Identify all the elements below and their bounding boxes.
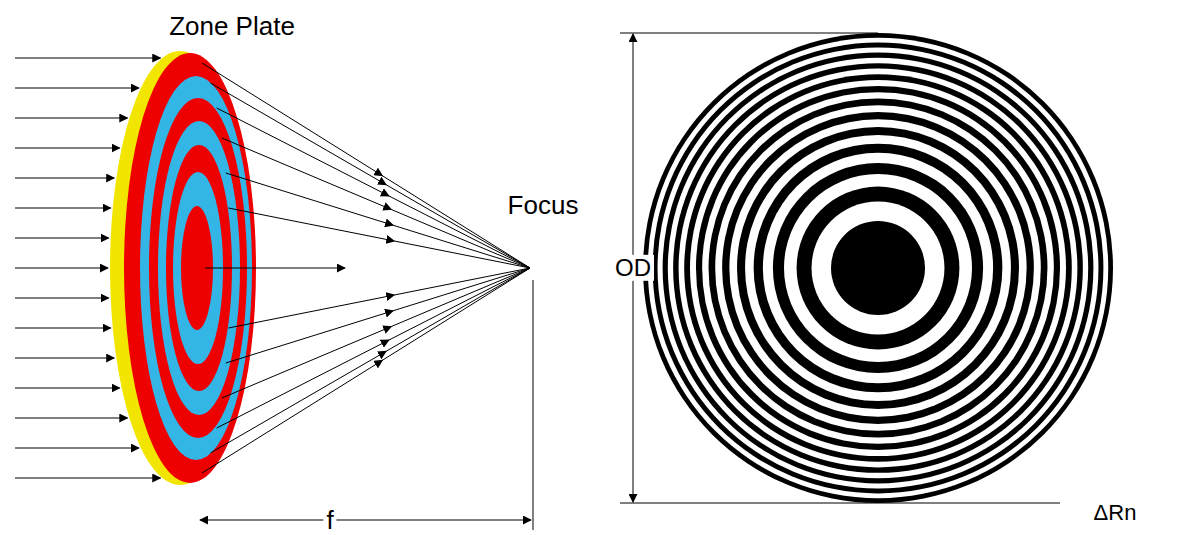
zone [773, 163, 983, 373]
label: Focus [505, 191, 582, 220]
ray [228, 208, 394, 241]
zone [668, 58, 1088, 478]
zone [702, 92, 1054, 444]
incoming-ray [15, 327, 111, 328]
ray [393, 268, 530, 311]
ray [210, 83, 386, 185]
zone [643, 33, 1113, 503]
ray [228, 295, 394, 328]
zone [831, 221, 925, 315]
ray [394, 268, 530, 295]
zone-plate-front-view [643, 33, 1113, 503]
incoming-ray [15, 87, 139, 88]
incoming-ray [15, 477, 160, 478]
ray [386, 268, 530, 351]
ray [389, 268, 530, 340]
extension-line [620, 33, 878, 34]
incoming-ray [15, 147, 120, 148]
zone [663, 53, 1094, 484]
zone [729, 119, 1026, 416]
ray [382, 268, 530, 360]
zone [737, 127, 1019, 409]
focused-rays [202, 63, 530, 473]
incoming-ray [15, 357, 114, 358]
zone [763, 153, 993, 383]
ray [222, 327, 391, 399]
zone [673, 63, 1083, 473]
zone [684, 74, 1072, 462]
incoming-ray [15, 417, 127, 418]
incoming-ray [15, 387, 120, 388]
focal-length-dimension [200, 280, 533, 530]
ray [394, 241, 530, 268]
zone [653, 43, 1104, 494]
zone [658, 48, 1099, 489]
ray [217, 340, 389, 428]
ray [382, 176, 530, 268]
ray [393, 225, 530, 268]
incoming-ray [15, 177, 114, 178]
extension-line [620, 503, 878, 504]
incoming-ray [15, 117, 127, 118]
ray [217, 108, 389, 196]
axis-ray [205, 268, 345, 269]
zone [784, 174, 972, 362]
label: OD [612, 255, 654, 281]
ray [222, 138, 391, 210]
ray [226, 173, 393, 225]
incoming-ray [15, 207, 111, 208]
ray [210, 351, 386, 453]
extension-line [533, 280, 534, 530]
zone [715, 105, 1041, 431]
label: Zone Plate [166, 12, 298, 41]
zone [709, 99, 1048, 438]
ray [202, 63, 382, 176]
zone [754, 144, 1003, 393]
od-dimension [620, 33, 1060, 503]
incoming-ray [15, 57, 160, 58]
zone [745, 135, 1011, 401]
incoming-ray [15, 267, 108, 268]
zone [679, 69, 1078, 468]
leader-line [878, 503, 1060, 504]
zone [797, 187, 960, 350]
label: ΔRn [1091, 501, 1140, 525]
ray [226, 311, 393, 363]
zone [812, 202, 945, 335]
ray [202, 360, 382, 473]
incoming-ray [15, 297, 109, 298]
incoming-ray [15, 447, 139, 448]
dimension-line [200, 520, 531, 521]
label: f [323, 506, 336, 535]
incoming-ray [15, 237, 109, 238]
zone [690, 80, 1066, 456]
zone [648, 38, 1109, 499]
ray [391, 268, 530, 327]
zone [722, 112, 1034, 424]
zone [696, 86, 1060, 450]
